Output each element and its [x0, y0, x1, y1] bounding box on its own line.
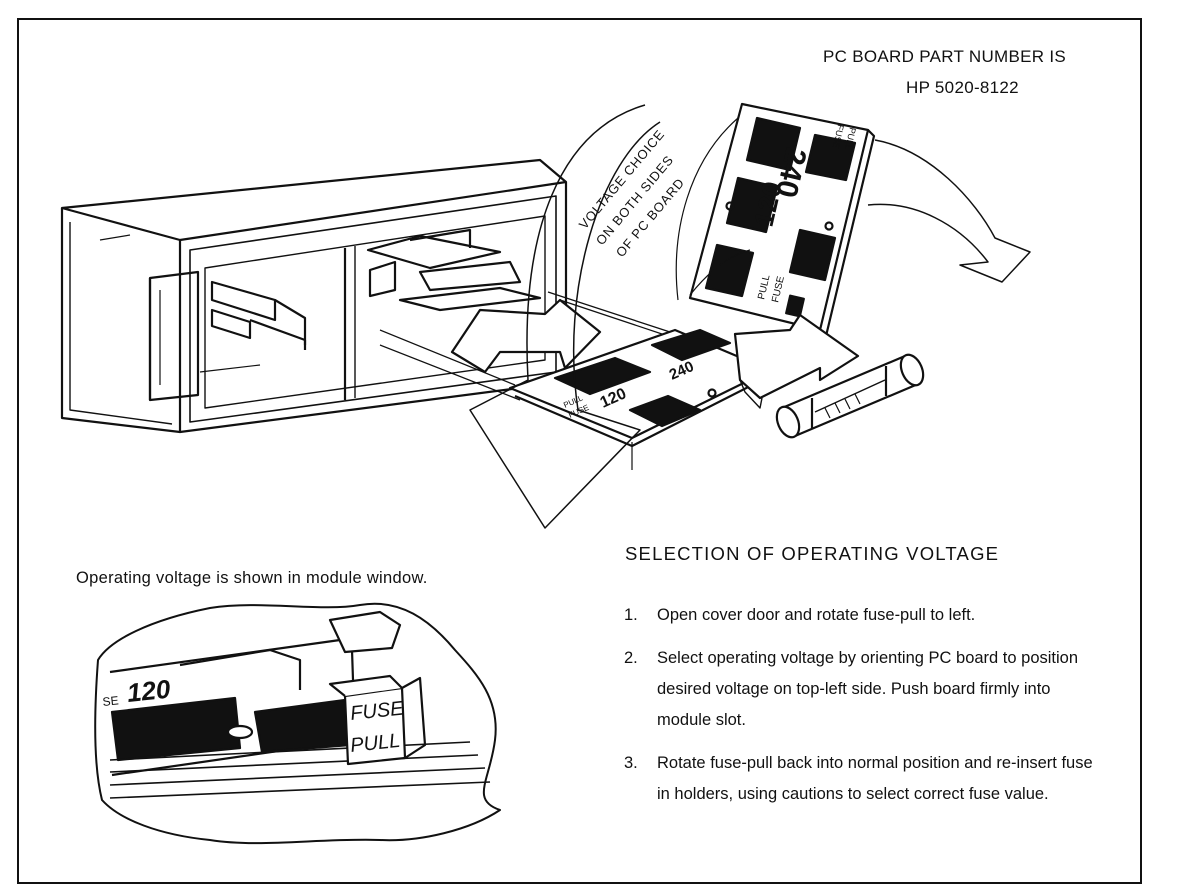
fuse-window-icon [785, 294, 805, 318]
cutaway-outline [94, 602, 501, 845]
fuse-pad-front-3 [628, 394, 702, 428]
fuse-pad-back-1 [745, 116, 802, 172]
step-number: 1. [624, 606, 638, 624]
window-voltage: 120 [125, 674, 172, 708]
step-text: Open cover door and rotate fuse-pull to … [657, 606, 976, 624]
procedure-heading: SELECTION OF OPERATING VOLTAGE [625, 543, 1000, 564]
fuse-insert-arrow [733, 313, 860, 400]
fuse-pad-back-3 [725, 176, 779, 234]
step-number: 3. [624, 754, 638, 772]
pc-board-back: 240 120 PULL FUSE FUSE PULL [688, 102, 876, 338]
insert-arrow [450, 298, 602, 374]
procedure-step: 1. Open cover door and rotate fuse-pull … [624, 600, 1104, 631]
part-number-value: HP 5020-8122 [906, 78, 1019, 97]
procedure-step: 3. Rotate fuse-pull back into normal pos… [624, 748, 1104, 810]
cartridge-fuse [775, 353, 925, 439]
window-fuse-prefix: SE [102, 693, 119, 709]
tab-label-pull: PULL [349, 730, 401, 757]
insert-guide-lines [379, 291, 681, 401]
module-window-detail: 120 SE FUSE PULL [94, 602, 501, 845]
step-number: 2. [624, 649, 638, 667]
rotation-arrow [469, 104, 1031, 529]
fuse-pad-front-1 [553, 356, 652, 396]
diagram-frame [17, 18, 1142, 884]
power-module-housing [60, 158, 568, 434]
fuse-pad-front-2 [650, 328, 732, 362]
fuse-pad-back-2 [804, 133, 857, 182]
step-text: Select operating voltage by orienting PC… [657, 649, 1079, 729]
pc-board-front: 120 240 PULL FUSE [508, 328, 772, 448]
window-caption: Operating voltage is shown in module win… [76, 569, 428, 587]
procedure-steps: 1. Open cover door and rotate fuse-pull … [624, 600, 1104, 822]
part-number-label: PC BOARD PART NUMBER IS [823, 47, 1067, 66]
procedure-step: 2. Select operating voltage by orienting… [624, 643, 1104, 736]
board-back-pull-label-top: PULL [843, 127, 858, 151]
step-text: Rotate fuse-pull back into normal positi… [657, 754, 1093, 803]
fuse-pad-back-4 [788, 228, 837, 282]
voltage-choice-label: VOLTAGE CHOICE ON BOTH SIDES OF PC BOARD [576, 127, 688, 260]
